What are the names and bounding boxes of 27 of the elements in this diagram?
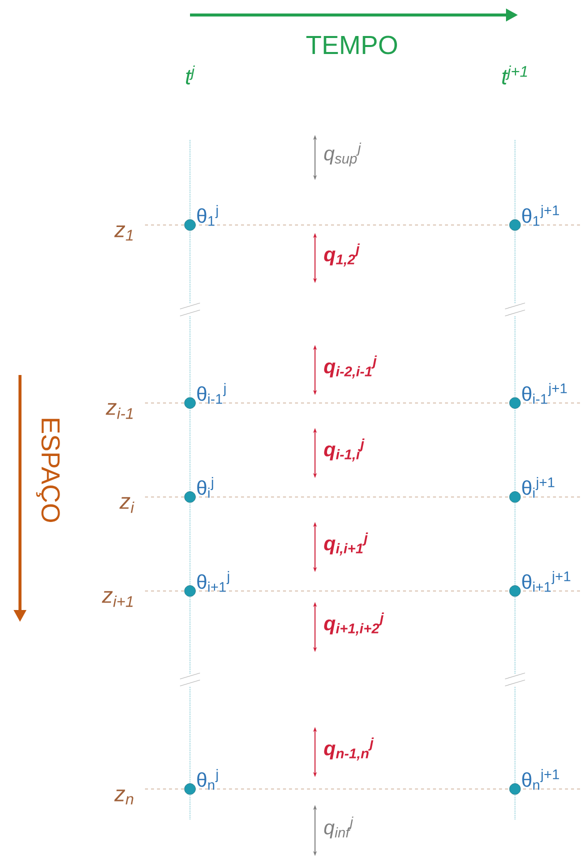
flux-label: q$_{i,i+1}$j	[324, 532, 368, 556]
point-label: θ$_{i}$j	[197, 477, 214, 498]
flux-label: q$_{inf}$j	[324, 816, 354, 838]
flux-label: q$_{n-1,n}$j	[324, 738, 374, 760]
depth-label: z$_{i}$	[119, 497, 134, 513]
flux-label: q$_{i+1,i+2}$j	[324, 612, 384, 636]
point-label: θ$_{i+1}$j+1	[522, 571, 570, 592]
flux-label: q$_{sup}$j	[324, 142, 362, 166]
depth-label: z$_{1}$	[114, 225, 133, 241]
depth-label: z$_{i+1}$	[102, 591, 133, 607]
flux-label: q$_{i-2,i-1}$j	[324, 356, 377, 378]
flux-label: q$_{i-1,i}$j	[324, 438, 364, 462]
point-label: θ$_{i-1}$j+1	[522, 383, 567, 404]
point-label: θ$_{i+1}$j	[197, 571, 230, 592]
time-label: t$^{j+1}$	[502, 66, 527, 84]
axis-label: ESPAÇO	[36, 418, 60, 522]
depth-label: z$_{i-1}$	[106, 403, 133, 419]
depth-label: z$_{n}$	[114, 790, 134, 804]
point-label: θ$_{n}$j	[197, 769, 218, 790]
flux-label: q$_{1,2}$j	[324, 244, 360, 266]
time-label: t$^{j}$	[186, 66, 195, 84]
point-label: θ$_{n}$j+1	[522, 769, 559, 790]
point-label: θ$_{1}$j+1	[522, 205, 559, 226]
point-label: θ$_{1}$j	[197, 205, 218, 226]
point-label: θ$_{i}$j+1	[522, 477, 554, 498]
point-label: θ$_{i-1}$j	[197, 383, 226, 404]
axis-label: TEMPO	[306, 36, 397, 54]
